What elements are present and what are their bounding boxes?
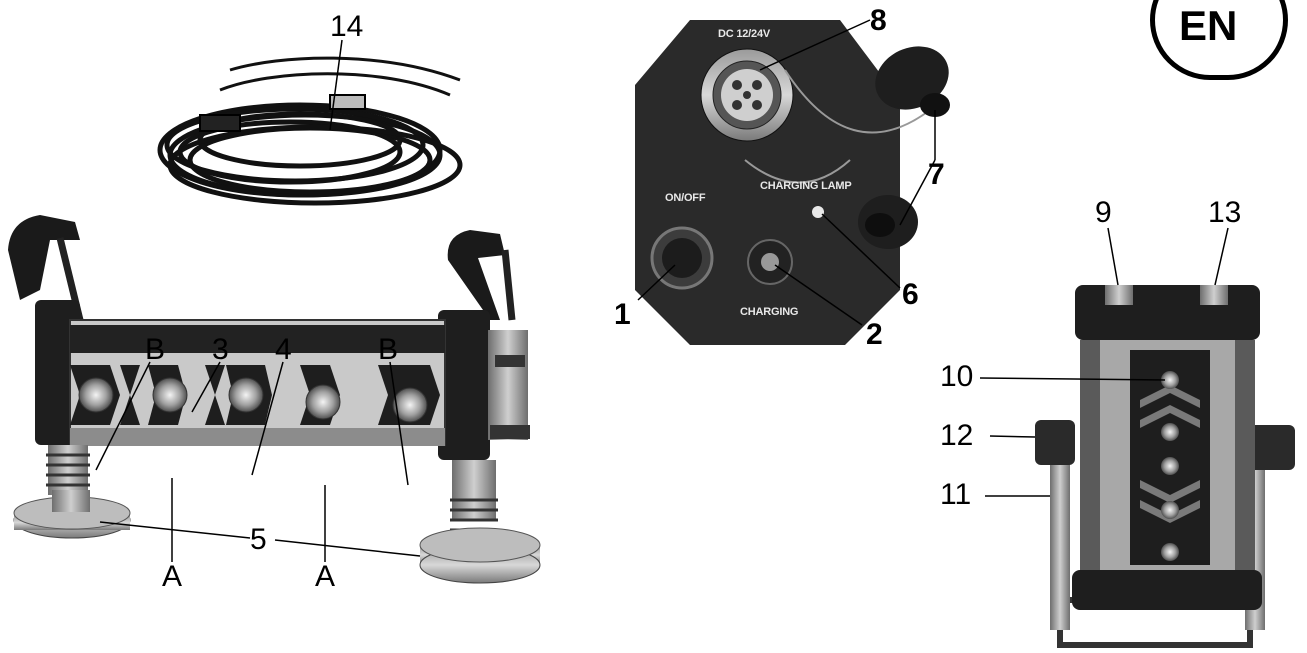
- callout-1: 1: [614, 298, 631, 331]
- callout-a-left: A: [162, 560, 183, 593]
- callout-12: 12: [940, 419, 974, 452]
- callout-5: 5: [250, 523, 267, 556]
- callout-3: 3: [212, 333, 229, 366]
- callout-7: 7: [928, 158, 945, 191]
- callout-4: 4: [275, 333, 292, 366]
- callout-b-left: B: [145, 333, 166, 366]
- callout-6: 6: [902, 278, 919, 311]
- callout-10: 10: [940, 360, 974, 393]
- callout-9: 9: [1095, 196, 1112, 229]
- callout-11: 11: [940, 478, 972, 511]
- control-panel-image: [635, 19, 950, 345]
- dc-input-label: DC 12/24V: [718, 28, 771, 40]
- charging-label: CHARGING: [740, 306, 799, 318]
- callout-8: 8: [870, 4, 887, 37]
- callout-a-right: A: [315, 560, 336, 593]
- right-foot: [419, 460, 541, 584]
- language-badge-text: EN: [1179, 2, 1238, 49]
- callout-2: 2: [866, 318, 883, 351]
- callout-b-right: B: [378, 333, 399, 366]
- side-view-image: [979, 227, 1295, 648]
- on-off-label: ON/OFF: [665, 192, 706, 204]
- cable-coil-image: [157, 56, 463, 206]
- callout-13: 13: [1208, 196, 1242, 229]
- light-bar-image: [8, 39, 541, 584]
- left-foot: [13, 445, 131, 539]
- callout-14: 14: [330, 10, 364, 43]
- charging-lamp-label: CHARGING LAMP: [760, 180, 852, 192]
